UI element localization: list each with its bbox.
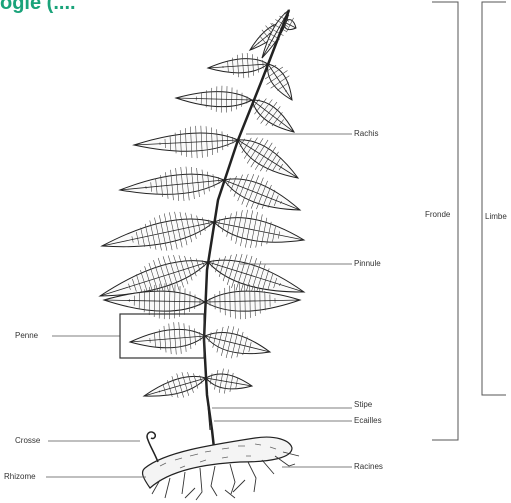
pinna-right-4-midrib — [238, 140, 298, 178]
fronde-bracket — [432, 2, 458, 440]
pinna-right-3-midrib — [252, 100, 294, 132]
label-crosse: Crosse — [15, 436, 40, 446]
label-fronde: Fronde — [425, 210, 450, 220]
limbe-bracket — [482, 2, 506, 395]
pinna-left-9 — [130, 329, 205, 347]
crosse-shape — [147, 432, 158, 462]
fern-fronds — [100, 10, 304, 398]
rhizome-shape — [143, 437, 292, 488]
pinna-right-9 — [205, 332, 270, 353]
pinna-right-10 — [206, 374, 252, 389]
label-pinnule: Pinnule — [354, 259, 381, 269]
label-rachis: Rachis — [354, 129, 378, 139]
label-stipe: Stipe — [354, 400, 372, 410]
label-rhizome: Rhizome — [4, 472, 36, 482]
label-limbe: Limbe — [485, 212, 507, 222]
label-penne: Penne — [15, 331, 38, 341]
label-ecailles: Ecailles — [354, 416, 382, 426]
label-racines: Racines — [354, 462, 383, 472]
